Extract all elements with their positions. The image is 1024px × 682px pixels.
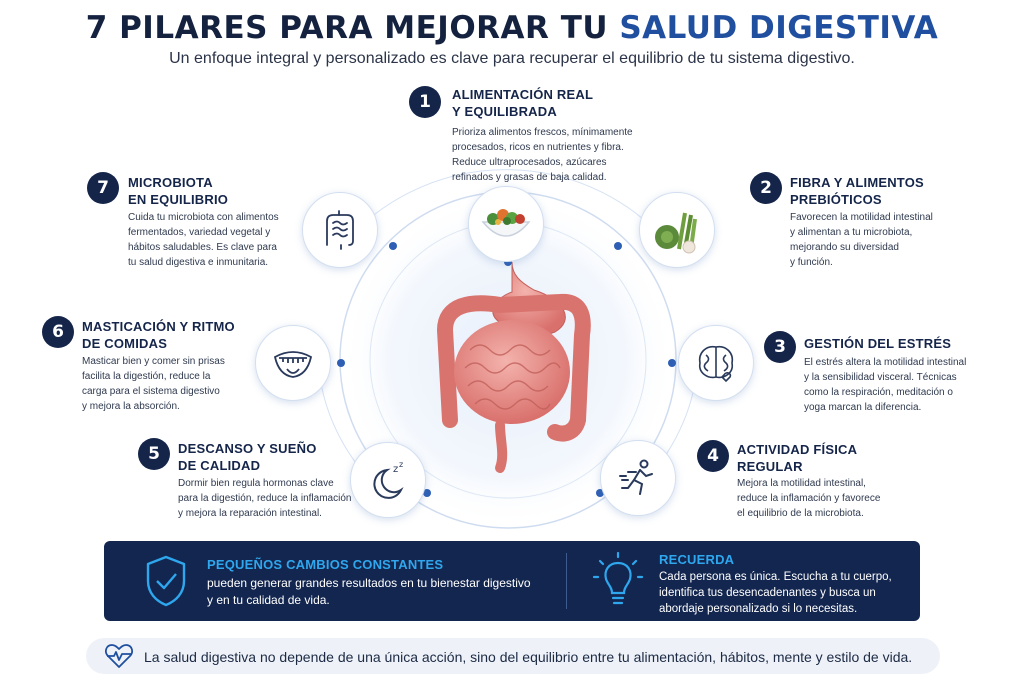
- moon-sleep-icon: z z: [350, 442, 426, 518]
- pillar-number-badge: 6: [42, 316, 74, 348]
- svg-text:z: z: [393, 464, 398, 475]
- connector-dot-1: [504, 258, 512, 266]
- banner-right-title: RECUERDA: [659, 552, 735, 567]
- connector-dot-2: [614, 242, 622, 250]
- footer-text: La salud digestiva no depende de una úni…: [144, 649, 913, 665]
- salad-bowl-icon: [468, 186, 544, 262]
- page-subtitle: Un enfoque integral y personalizado es c…: [169, 50, 855, 67]
- pillar-description: Mejora la motilidad intestinal, reduce l…: [737, 478, 881, 519]
- pillar-title: ALIMENTACIÓN REAL Y EQUILIBRADA: [452, 87, 594, 119]
- title-highlight: SALUD DIGESTIVA: [619, 10, 939, 46]
- connector-dot-5: [423, 489, 431, 497]
- pillar-title: FIBRA Y ALIMENTOS PREBIÓTICOS: [790, 175, 924, 207]
- pillar-number-badge: 2: [750, 172, 782, 204]
- banner-divider: [566, 553, 567, 609]
- pillar-title: ACTIVIDAD FÍSICA REGULAR: [737, 442, 858, 474]
- banner-right-text: Cada persona es única. Escucha a tu cuer…: [659, 571, 892, 615]
- pillar-title: MASTICACIÓN Y RITMO DE COMIDAS: [82, 319, 235, 351]
- pillar-description: Favorecen la motilidad intestinal y alim…: [790, 212, 933, 268]
- banner-left-title: PEQUEÑOS CAMBIOS CONSTANTES: [207, 557, 444, 572]
- pillar-number-badge: 5: [138, 438, 170, 470]
- pillar-title: DESCANSO Y SUEÑO DE CALIDAD: [178, 441, 317, 473]
- pillar-description: Prioriza alimentos frescos, mínimamente …: [452, 127, 633, 183]
- connector-dot-4: [596, 489, 604, 497]
- svg-text:z: z: [399, 460, 403, 469]
- vegetables-icon: [639, 192, 715, 268]
- shield-check-icon: [146, 555, 186, 607]
- intestine-icon: [302, 192, 378, 268]
- banner-left-text: pueden generar grandes resultados en tu …: [207, 576, 531, 607]
- pillar-number-badge: 1: [409, 86, 441, 118]
- pillar-description: Cuida tu microbiota con alimentos fermen…: [128, 212, 279, 268]
- pillar-description: El estrés altera la motilidad intestinal…: [804, 357, 967, 413]
- connector-dot-7: [389, 242, 397, 250]
- lightbulb-icon: [592, 551, 644, 605]
- title-main: 7 PILARES PARA MEJORAR TU: [85, 10, 609, 46]
- connector-dot-6: [337, 359, 345, 367]
- page-title: 7 PILARES PARA MEJORAR TU SALUD DIGESTIV…: [0, 10, 1024, 46]
- connector-dot-3: [668, 359, 676, 367]
- pillar-description: Dormir bien regula hormonas clave para l…: [178, 478, 352, 519]
- pillar-description: Masticar bien y comer sin prisas facilit…: [82, 356, 225, 412]
- pillar-number-badge: 7: [87, 172, 119, 204]
- pillar-number-badge: 4: [697, 440, 729, 472]
- runner-icon: [600, 440, 676, 516]
- pillar-title: GESTIÓN DEL ESTRÉS: [804, 336, 952, 351]
- heart-pulse-icon: [105, 644, 133, 668]
- footer-message: La salud digestiva no depende de una úni…: [86, 638, 940, 674]
- key-messages-banner: PEQUEÑOS CAMBIOS CONSTANTES pueden gener…: [104, 541, 920, 621]
- chewing-mouth-icon: [255, 325, 331, 401]
- pillar-title: MICROBIOTA EN EQUILIBRIO: [128, 175, 229, 207]
- brain-icon: [678, 325, 754, 401]
- pillar-number-badge: 3: [764, 331, 796, 363]
